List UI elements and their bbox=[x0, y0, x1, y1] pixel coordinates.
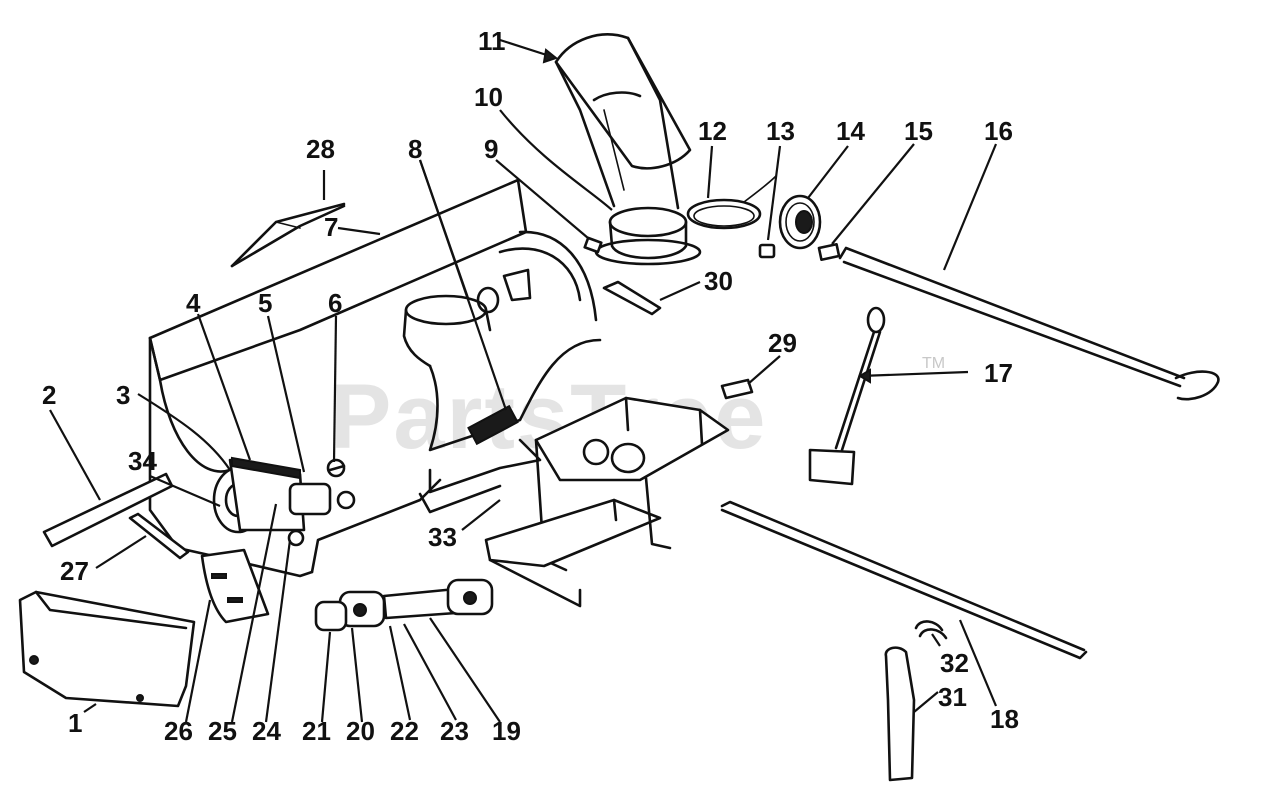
callout-17[interactable]: 17 bbox=[984, 358, 1013, 388]
callout-31[interactable]: 31 bbox=[938, 682, 967, 712]
callout-11[interactable]: 11 bbox=[478, 26, 506, 56]
callout-33[interactable]: 33 bbox=[428, 522, 457, 552]
callout-1[interactable]: 1 bbox=[68, 708, 82, 738]
callout-13[interactable]: 13 bbox=[766, 116, 795, 146]
callout-23[interactable]: 23 bbox=[440, 716, 469, 746]
part-16-rod[interactable] bbox=[838, 246, 1220, 401]
part-30-link[interactable] bbox=[602, 280, 662, 316]
callout-labels: 1 2 3 4 5 6 7 8 9 10 11 12 13 14 15 16 1… bbox=[42, 26, 1019, 746]
part-32-clip[interactable] bbox=[914, 620, 948, 640]
callout-26[interactable]: 26 bbox=[164, 716, 193, 746]
callout-7[interactable]: 7 bbox=[324, 212, 338, 242]
callout-8[interactable]: 8 bbox=[408, 134, 422, 164]
callout-20[interactable]: 20 bbox=[346, 716, 375, 746]
callout-18[interactable]: 18 bbox=[990, 704, 1019, 734]
part-11-chute[interactable] bbox=[554, 33, 692, 210]
part-18-rod[interactable] bbox=[720, 500, 1088, 660]
callout-12[interactable]: 12 bbox=[698, 116, 727, 146]
callout-19[interactable]: 19 bbox=[492, 716, 521, 746]
callout-14[interactable]: 14 bbox=[836, 116, 865, 146]
callout-15[interactable]: 15 bbox=[904, 116, 933, 146]
part-frame[interactable] bbox=[418, 396, 730, 608]
part-31-bracket[interactable] bbox=[884, 646, 916, 782]
part-28-bracket[interactable] bbox=[230, 202, 346, 268]
callout-28[interactable]: 28 bbox=[306, 134, 335, 164]
part-1-shield[interactable] bbox=[18, 590, 196, 708]
callout-29[interactable]: 29 bbox=[768, 328, 797, 358]
leader-lines bbox=[49, 38, 998, 723]
callout-22[interactable]: 22 bbox=[390, 716, 419, 746]
callout-32[interactable]: 32 bbox=[940, 648, 969, 678]
callout-9[interactable]: 9 bbox=[484, 134, 498, 164]
part-12-coil[interactable] bbox=[686, 175, 777, 230]
part-27-flat-bar[interactable] bbox=[128, 512, 190, 560]
callout-25[interactable]: 25 bbox=[208, 716, 237, 746]
callout-5[interactable]: 5 bbox=[258, 288, 272, 318]
callout-21[interactable]: 21 bbox=[302, 716, 331, 746]
part-14-gear[interactable] bbox=[778, 194, 822, 250]
watermark-trademark: TM bbox=[922, 355, 945, 372]
callout-16[interactable]: 16 bbox=[984, 116, 1013, 146]
callout-6[interactable]: 6 bbox=[328, 288, 342, 318]
part-10-chute-ring[interactable] bbox=[594, 206, 702, 266]
part-21-yoke[interactable] bbox=[314, 600, 348, 632]
part-19-drive-shaft[interactable] bbox=[382, 578, 494, 620]
callout-10[interactable]: 10 bbox=[474, 82, 503, 112]
part-29-plate[interactable] bbox=[720, 378, 754, 400]
callout-34[interactable]: 34 bbox=[128, 446, 157, 476]
part-17-crank[interactable] bbox=[808, 306, 886, 486]
part-8-auger-inlet[interactable] bbox=[402, 268, 602, 452]
callout-4[interactable]: 4 bbox=[186, 288, 201, 318]
part-13-bushing[interactable] bbox=[758, 243, 776, 259]
callout-3[interactable]: 3 bbox=[116, 380, 130, 410]
part-26-plate[interactable] bbox=[200, 548, 270, 624]
part-15-block[interactable] bbox=[817, 242, 841, 262]
callout-27[interactable]: 27 bbox=[60, 556, 89, 586]
callout-30[interactable]: 30 bbox=[704, 266, 733, 296]
part-9-clip[interactable] bbox=[583, 236, 603, 254]
callout-24[interactable]: 24 bbox=[252, 716, 281, 746]
callout-2[interactable]: 2 bbox=[42, 380, 56, 410]
part-side-gearbox[interactable] bbox=[212, 456, 356, 547]
